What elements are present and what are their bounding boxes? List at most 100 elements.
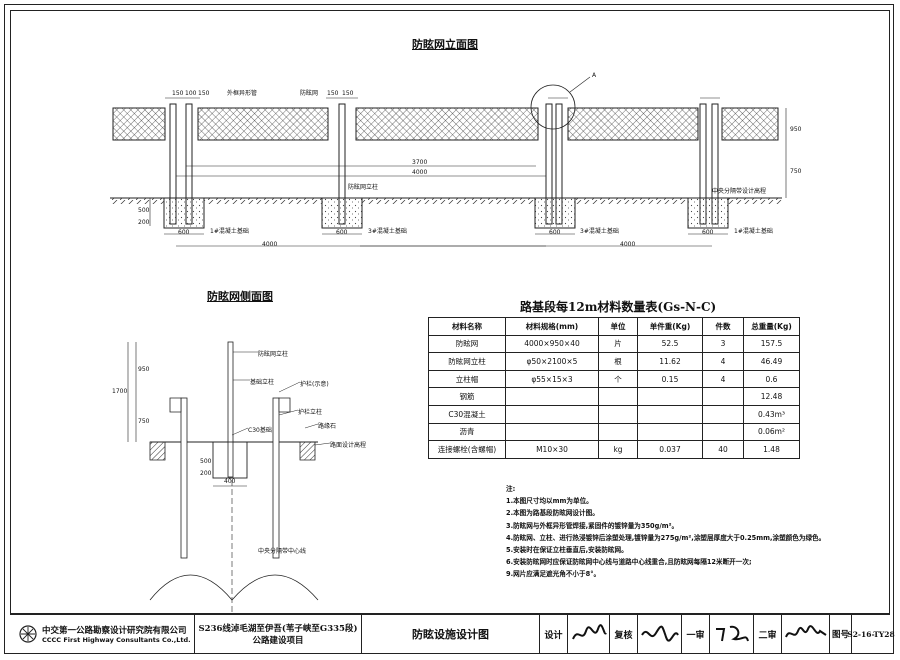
side-label-base-post: 基础立柱 <box>250 379 275 386</box>
dim-600-b: 600 <box>336 229 348 236</box>
foundations <box>163 197 729 229</box>
cell: 钢筋 <box>428 387 506 406</box>
cell: 40 <box>702 440 744 459</box>
cell: 0.037 <box>637 440 703 459</box>
title-block <box>10 614 890 654</box>
table-row: C30混凝土 0.43m³ <box>428 404 800 424</box>
dim-4000-bottom-right: 4000 <box>620 241 636 248</box>
cell <box>702 387 744 406</box>
cell <box>598 404 638 424</box>
cell: 4 <box>702 352 744 371</box>
cell: 11.62 <box>637 352 703 371</box>
label-net: 防眩网 <box>300 90 319 97</box>
check2-signature <box>784 625 827 638</box>
ground-line <box>110 197 782 204</box>
label-found1-b: 1#混凝土基础 <box>734 228 773 235</box>
dim-top-left-1: 150 <box>172 90 184 97</box>
dim-600-a: 600 <box>178 229 190 236</box>
side-label-c30: C30基础 <box>248 427 272 434</box>
inner-frame <box>10 10 890 614</box>
cell: 立柱帽 <box>428 369 506 389</box>
drawing-name-cell: 防眩设施设计图 <box>362 614 540 654</box>
project-line-2: 公路建设项目 <box>252 636 304 646</box>
check1-signature <box>715 625 749 642</box>
check1-signature-cell <box>710 614 754 654</box>
cell: 根 <box>598 352 638 371</box>
cell: 个 <box>598 369 638 389</box>
side-dim-750: 750 <box>138 418 150 425</box>
cell: 0.43m³ <box>743 404 800 424</box>
side-dim-400: 400 <box>224 478 236 485</box>
side-dim-1700: 1700 <box>112 388 128 395</box>
design-label-cell: 设计 <box>540 614 568 654</box>
design-signature-cell <box>568 614 610 654</box>
cell: φ55×15×3 <box>505 369 599 389</box>
cell <box>505 404 599 424</box>
outer-frame <box>4 4 894 654</box>
side-label-guard-post: 护栏立柱 <box>298 409 323 416</box>
cell <box>505 422 599 442</box>
side-label-road-elev: 路面设计高程 <box>330 442 367 449</box>
note-item: 1.本图尺寸均以mm为单位。 <box>506 497 593 506</box>
cell: 0.6 <box>743 369 800 389</box>
cell <box>702 422 744 442</box>
cell: 0.15 <box>637 369 703 389</box>
side-dim-950: 950 <box>138 366 150 373</box>
review-signature-cell <box>638 614 682 654</box>
dim-3700: 3700 <box>412 159 428 166</box>
note-item: 3.防眩网与外框异形管焊接,紧固件的镀锌量为350g/m²。 <box>506 521 679 530</box>
cell <box>598 387 638 406</box>
note-item: 9.网片应满足遮光角不小于8°。 <box>506 570 601 579</box>
drawing-no-label: 图号 <box>831 630 849 640</box>
check2-label: 二审 <box>758 630 777 641</box>
cell: 3 <box>702 334 744 354</box>
company-logo-icon <box>19 625 37 643</box>
dim-top-mid-1: 150 <box>327 90 339 97</box>
th-spec: 材料规格(mm) <box>505 317 599 336</box>
cell <box>702 404 744 424</box>
label-found3-a: 3#混凝土基础 <box>368 228 407 235</box>
note-item: 6.安装防眩网时应保证防眩网中心线与道路中心线重合,且防眩网每隔12米断开一次; <box>506 558 752 567</box>
check2-signature-cell <box>782 614 830 654</box>
dim-4000-bottom-left: 4000 <box>262 241 278 248</box>
cell <box>637 387 703 406</box>
cell: M10×30 <box>505 440 599 459</box>
th-unit: 单位 <box>598 317 638 336</box>
label-a: A <box>592 72 597 79</box>
cell: C30混凝土 <box>428 404 506 424</box>
cell: φ50×2100×5 <box>505 352 599 371</box>
drawing-no: S2-16-TY28 <box>847 629 895 639</box>
cell <box>505 387 599 406</box>
project-line-1: S236线淖毛湖至伊吾(苇子峡至G335段) <box>198 624 358 634</box>
side-label-centerline: 中央分隔带中心线 <box>258 548 307 555</box>
review-label-cell: 复核 <box>610 614 638 654</box>
th-total: 总重量(Kg) <box>743 317 800 336</box>
label-post: 防眩网立柱 <box>348 184 379 191</box>
check1-label: 一审 <box>686 630 705 641</box>
cell: 防眩网立柱 <box>428 352 506 371</box>
dim-600-c: 600 <box>549 229 561 236</box>
label-median: 中央分隔带设计高程 <box>712 188 767 195</box>
dim-top-left-3: 150 <box>198 90 210 97</box>
check1-label-cell: 一审 <box>682 614 710 654</box>
cell: 12.48 <box>743 387 800 406</box>
design-signature <box>571 624 607 640</box>
cell: 46.49 <box>743 352 800 371</box>
cell: 连接螺栓(含螺帽) <box>428 440 506 459</box>
mesh-panels <box>112 107 779 141</box>
review-signature <box>640 625 679 642</box>
notes-heading: 注: <box>506 485 516 493</box>
dim-750: 750 <box>790 168 802 175</box>
review-label: 复核 <box>614 630 633 641</box>
drawing-no-cell: S2-16-TY28 <box>847 614 894 654</box>
table-title: 路基段每12m材料数量表(Gs-N-C) <box>520 300 717 314</box>
note-item: 4.防眩网、立柱、进行热浸镀锌后涂塑处理,镀锌量为275g/m²,涂塑层厚度大于… <box>506 533 826 542</box>
org-name-en: CCCC First Highway Consultants Co.,Ltd. <box>42 636 191 644</box>
label-found3-b: 3#混凝土基础 <box>580 228 619 235</box>
